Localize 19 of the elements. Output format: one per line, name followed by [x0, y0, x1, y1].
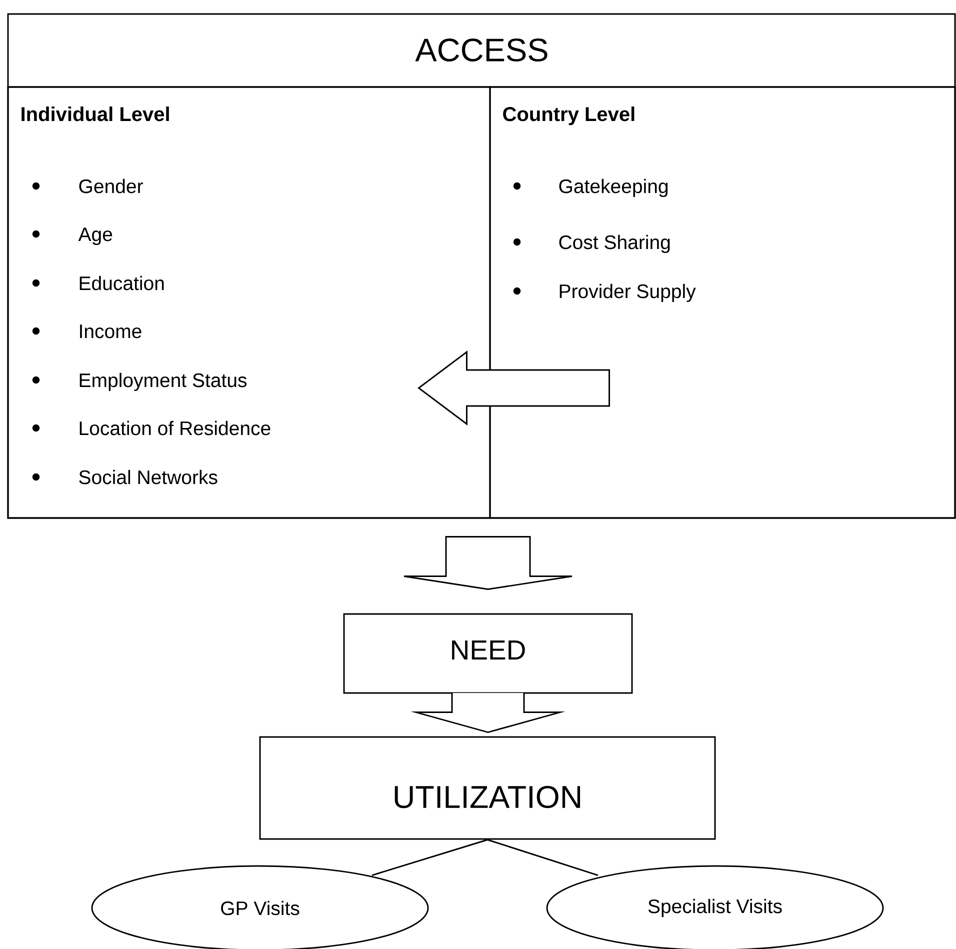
bullet-item: Location of Residence [32, 420, 270, 436]
block-arrow [418, 350, 610, 426]
block-arrow [403, 536, 573, 590]
bullet-item: Employment Status [32, 372, 247, 392]
process-box: NEED [343, 613, 633, 694]
bullet-item: Income [32, 324, 142, 338]
block-arrow [410, 692, 566, 734]
process-box: UTILIZATION [259, 736, 716, 840]
panel-heading: Country Level [503, 106, 634, 126]
bullet-item: Education [32, 276, 164, 290]
panel-heading: Individual Level [22, 106, 169, 122]
connector-line [487, 839, 598, 876]
bullet-item: Age [32, 228, 112, 246]
bullet-item: Social Networks [32, 470, 218, 484]
bullet-item: Provider Supply [513, 284, 696, 302]
connector-line [372, 839, 488, 876]
bullet-item: Cost Sharing [513, 234, 670, 254]
bullet-item: Gender [32, 178, 143, 194]
bullet-item: Gatekeeping [513, 178, 668, 198]
